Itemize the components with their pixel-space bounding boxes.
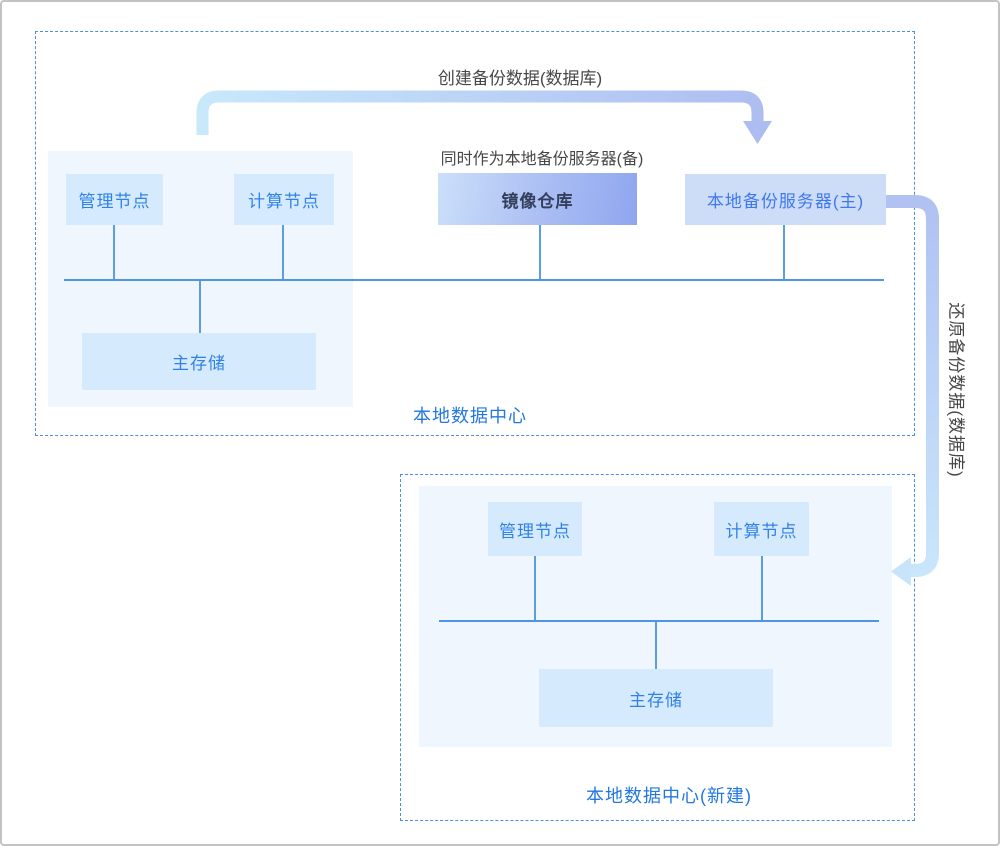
dc1-mirror-repo-box: 镜像仓库 — [438, 173, 637, 225]
dc2-compute-node-box: 计算节点 — [714, 502, 809, 556]
connector-line — [783, 224, 785, 280]
network-bus-line — [64, 279, 884, 281]
dc1-compute-node-label: 计算节点 — [248, 192, 320, 211]
dc1-primary-storage-label: 主存储 — [172, 354, 226, 373]
connector-line — [282, 224, 284, 280]
connector-line — [539, 224, 541, 280]
restore-backup-label: 还原备份数据(数据库) — [946, 302, 966, 478]
local-datacenter-box: 创建备份数据(数据库) 同时作为本地备份服务器(备) 管理节点 计算节点 镜像仓… — [35, 31, 915, 436]
connector-line — [655, 622, 657, 669]
network-bus-line — [439, 620, 879, 622]
dc2-primary-storage-box: 主存储 — [539, 669, 773, 727]
dc1-management-node-box: 管理节点 — [66, 174, 163, 225]
dc1-local-backup-server-box: 本地备份服务器(主) — [685, 174, 886, 225]
dc1-primary-storage-box: 主存储 — [82, 333, 316, 390]
dc2-compute-node-label: 计算节点 — [725, 521, 798, 541]
connector-line — [113, 224, 115, 280]
dc1-title: 本地数据中心 — [413, 406, 527, 426]
dc2-management-node-box: 管理节点 — [488, 502, 582, 556]
dc1-compute-node-box: 计算节点 — [234, 174, 334, 225]
create-backup-label: 创建备份数据(数据库) — [437, 69, 603, 88]
new-datacenter-box: 管理节点 计算节点 主存储 本地数据中心(新建) — [400, 474, 915, 821]
dc1-mirror-repo-label: 镜像仓库 — [501, 191, 574, 211]
dc2-title: 本地数据中心(新建) — [586, 786, 752, 806]
connector-line — [534, 556, 536, 620]
connector-line — [199, 281, 201, 334]
dc1-local-backup-server-label: 本地备份服务器(主) — [706, 192, 865, 211]
dc2-primary-storage-label: 主存储 — [629, 690, 683, 710]
connector-line — [761, 556, 763, 620]
dc1-management-node-label: 管理节点 — [78, 192, 151, 211]
dc2-management-node-label: 管理节点 — [499, 521, 571, 541]
dual-role-note: 同时作为本地备份服务器(备) — [440, 151, 644, 168]
